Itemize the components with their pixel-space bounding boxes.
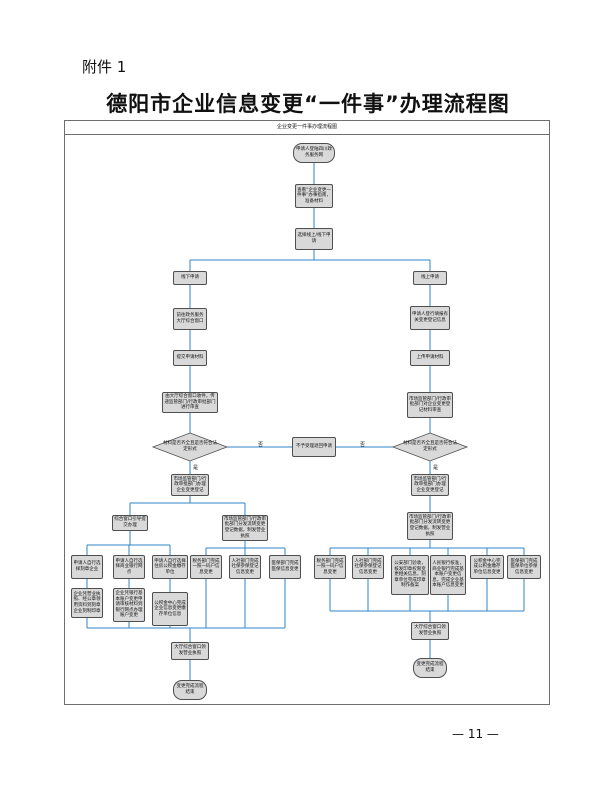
left-seal-choose: 申请人自行选择刻章企业 bbox=[71, 555, 103, 579]
right-push-data: 市场监管部门/行政审批部门分发流转变更登记数据，制发营业执照 bbox=[407, 512, 453, 540]
label-no-left: 否 bbox=[258, 442, 264, 448]
left-push-data: 市场监管部门/行政审批部门分发流转变更登记数据，制发营业执照 bbox=[222, 515, 268, 541]
right-approve: 市场监管部门/行政审批部门办理企业变更登记 bbox=[411, 474, 449, 496]
left-social-change: 人社部门完成社保参保登记信息变更 bbox=[229, 555, 261, 579]
left-bank-change: 企业凭银行基本账户变更申请审核材料到银行网点办理账户变更 bbox=[113, 588, 145, 622]
label-yes-right: 是 bbox=[433, 465, 439, 471]
label-yes-left: 是 bbox=[193, 465, 199, 471]
attachment-label: 附件 1 bbox=[82, 58, 127, 76]
left-bank-choose: 申请人自行选择商业银行网点 bbox=[113, 555, 145, 579]
right-tax-change: 税务部门完成一照一码户信息变更 bbox=[314, 555, 346, 579]
online-apply: 线上申请 bbox=[413, 271, 447, 285]
step-view-guide: 查看“企业变更一件事”办事指南，准备材料 bbox=[295, 184, 333, 208]
document-title: 德阳市企业信息变更“一件事”办理流程图 bbox=[106, 92, 510, 116]
offline-apply: 线下申请 bbox=[173, 271, 207, 285]
offline-step-review: 由大厅综合窗口收件，传递监管部门/行政审批部门进行审查 bbox=[162, 392, 218, 413]
decision-left: 材料是否齐全且是否符合法定形式 bbox=[163, 441, 217, 452]
online-step-fill: 申请人登行填报有关变更登记信息 bbox=[410, 306, 450, 330]
offline-step-hall: 前往政务服务大厅综合窗口 bbox=[173, 308, 207, 330]
right-end-node: 变更完成流程结束 bbox=[413, 658, 447, 678]
left-tax-change: 税务部门完成一照一码户信息变更 bbox=[190, 555, 222, 579]
start-node: 申请人登陆四川政务服务网 bbox=[293, 143, 335, 163]
right-police-seal: 公安部门验收，核发印章权限变更相关信息，刻章单位完成印章制作备案 bbox=[391, 555, 429, 595]
flowchart-caption: 企业变更一件事办理流程图 bbox=[64, 120, 550, 135]
right-bank-account: 人民银行核准，商业银行完成基本账户变更信息，完成企业基本账户信息变更 bbox=[430, 555, 466, 595]
left-approve: 市场监管部门/行政审批部门办理企业变更登记 bbox=[171, 474, 209, 496]
left-window-guide: 综合窗口引导提交办理 bbox=[112, 515, 148, 531]
decision-right: 材料是否齐全且是否符合法定形式 bbox=[403, 441, 457, 452]
reject-node: 不予受理退回申请 bbox=[292, 437, 336, 457]
step-choose-channel: 选择线上/线下申请 bbox=[295, 228, 333, 250]
right-social-change: 人社部门完成社保参保登记信息变更 bbox=[352, 555, 384, 579]
right-medical-change: 医保部门完成医保单位参保信息变更 bbox=[507, 555, 541, 579]
left-seal-make: 企业凭营业执照、经公章领用资料到刻章企业刻制印章 bbox=[71, 588, 103, 618]
left-fund-change: 公积金中心完成企业信息变更缴存单位信息 bbox=[152, 592, 188, 626]
right-collect-license: 大厅综合窗口领发营业执照 bbox=[411, 622, 449, 640]
right-fund-change: 公积金中心完成公积金缴存单位信息变更 bbox=[470, 555, 504, 579]
online-step-review: 市场监管部门/行政审批部门对企业变更登记材料审查 bbox=[407, 392, 453, 418]
label-no-right: 否 bbox=[360, 442, 366, 448]
page-number: — 11 — bbox=[452, 727, 499, 741]
left-medical-change: 医保部门完成医保信息变更 bbox=[269, 555, 301, 579]
flowchart-frame bbox=[64, 120, 550, 705]
online-step-upload: 上传申请材料 bbox=[410, 350, 450, 366]
offline-step-submit: 提交申请材料 bbox=[173, 350, 207, 366]
left-fund-choose: 申请人自行选择住房公积金缴存单位 bbox=[152, 555, 188, 579]
left-collect-license: 大厅综合窗口领发营业执照 bbox=[171, 642, 209, 660]
left-end-node: 变更完成流程结束 bbox=[173, 680, 207, 700]
